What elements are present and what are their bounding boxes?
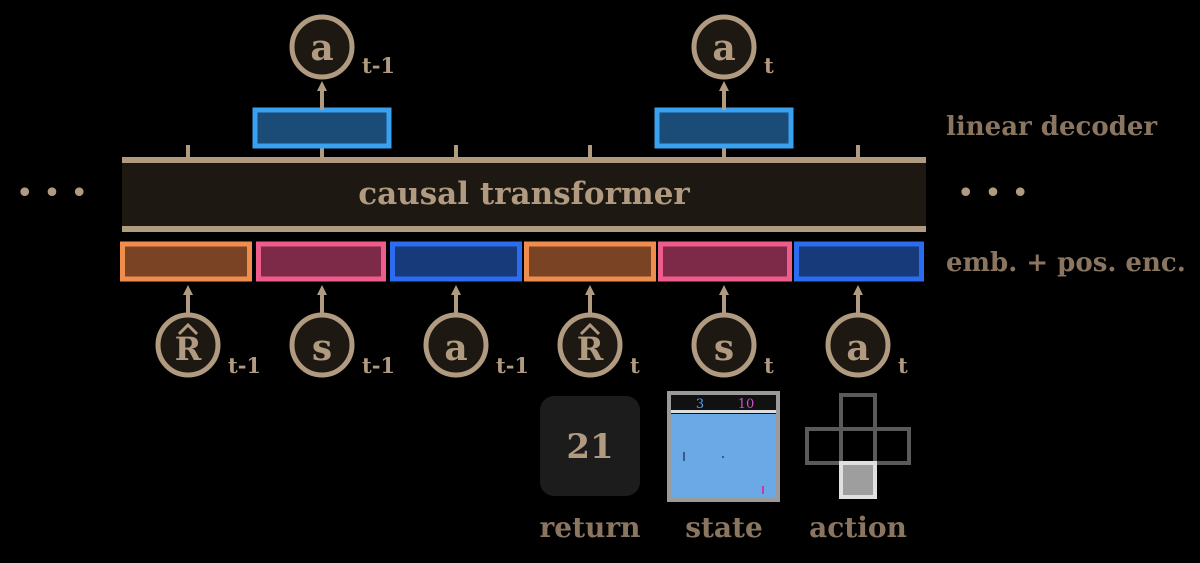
output-symbol: a bbox=[310, 27, 333, 69]
input-circle bbox=[423, 312, 489, 378]
input-circle bbox=[825, 312, 891, 378]
hat-icon bbox=[177, 322, 199, 336]
output-circle bbox=[691, 14, 757, 80]
input-subscript: t bbox=[764, 353, 774, 378]
input-subscript: t-1 bbox=[228, 353, 261, 378]
ellipsis-right: • • • bbox=[957, 176, 1029, 211]
input-circle bbox=[691, 312, 757, 378]
state-ball bbox=[722, 456, 724, 458]
output-token-0: a t-1 bbox=[289, 14, 395, 80]
input-token-state-1: s t-1 bbox=[289, 285, 395, 378]
state-top-wall bbox=[671, 410, 776, 413]
transformer-group: causal transformer bbox=[122, 157, 926, 232]
state-label: state bbox=[685, 511, 763, 544]
legend-action: action bbox=[805, 393, 911, 544]
top-tick-0 bbox=[186, 145, 190, 159]
top-tick-2 bbox=[454, 145, 458, 159]
decoder-box-1 bbox=[654, 107, 794, 149]
embedding-action-2 bbox=[390, 241, 522, 282]
legend-state: 3 10 state bbox=[667, 391, 780, 544]
top-tick-5 bbox=[856, 145, 860, 159]
transformer-bottom-rail bbox=[122, 226, 926, 232]
input-circle bbox=[557, 312, 623, 378]
output-subscript: t bbox=[764, 53, 774, 78]
top-tick-1 bbox=[320, 145, 324, 159]
input-subscript: t-1 bbox=[496, 353, 529, 378]
return-tile bbox=[540, 396, 640, 496]
output-symbol: a bbox=[712, 27, 735, 69]
label-embedding: emb. + pos. enc. bbox=[946, 248, 1186, 278]
input-circle bbox=[155, 312, 221, 378]
dpad-up bbox=[839, 393, 877, 431]
input-subscript: t bbox=[898, 353, 908, 378]
transformer-label: causal transformer bbox=[358, 176, 690, 212]
return-label: return bbox=[540, 511, 641, 544]
linear-decoders bbox=[252, 81, 794, 149]
input-circle bbox=[289, 312, 355, 378]
state-right-paddle bbox=[762, 486, 764, 494]
transformer-top-rail bbox=[122, 157, 926, 163]
embedding-return-3 bbox=[524, 241, 656, 282]
state-score-left: 3 bbox=[696, 397, 704, 412]
ellipsis-left: • • • bbox=[16, 176, 88, 211]
embedding-action-5 bbox=[794, 241, 924, 282]
input-symbol: a bbox=[846, 327, 869, 369]
input-token-action-2: a t-1 bbox=[423, 285, 529, 378]
state-left-paddle bbox=[683, 452, 685, 461]
return-value: 21 bbox=[566, 427, 613, 467]
top-tick-3 bbox=[588, 145, 592, 159]
embedding-return-0 bbox=[120, 241, 252, 282]
decoder-box-0 bbox=[252, 107, 392, 149]
transformer-block bbox=[122, 163, 926, 226]
label-linear-decoder: linear decoder bbox=[946, 112, 1157, 142]
input-subscript: t-1 bbox=[362, 353, 395, 378]
top-tick-4 bbox=[722, 145, 726, 159]
legend-return: 21 return bbox=[540, 396, 641, 544]
input-symbol: s bbox=[312, 327, 332, 369]
dpad-center bbox=[839, 427, 877, 465]
dpad-left bbox=[805, 427, 843, 465]
input-symbol: R bbox=[577, 330, 604, 368]
output-circle bbox=[289, 14, 355, 80]
embedding-state-4 bbox=[658, 241, 792, 282]
embedding-state-1 bbox=[256, 241, 386, 282]
state-score-right: 10 bbox=[738, 397, 755, 412]
input-symbol: a bbox=[444, 327, 467, 369]
tick-marks bbox=[186, 145, 860, 159]
output-subscript: t-1 bbox=[362, 53, 395, 78]
action-label: action bbox=[809, 511, 907, 544]
embedding-boxes bbox=[120, 241, 924, 282]
input-symbol: R bbox=[175, 330, 202, 368]
input-symbol: s bbox=[714, 327, 734, 369]
dpad-down-selected bbox=[839, 461, 877, 499]
input-subscript: t bbox=[630, 353, 640, 378]
state-top-bar bbox=[671, 395, 776, 414]
dpad-right bbox=[873, 427, 911, 465]
hat-icon bbox=[579, 322, 601, 336]
